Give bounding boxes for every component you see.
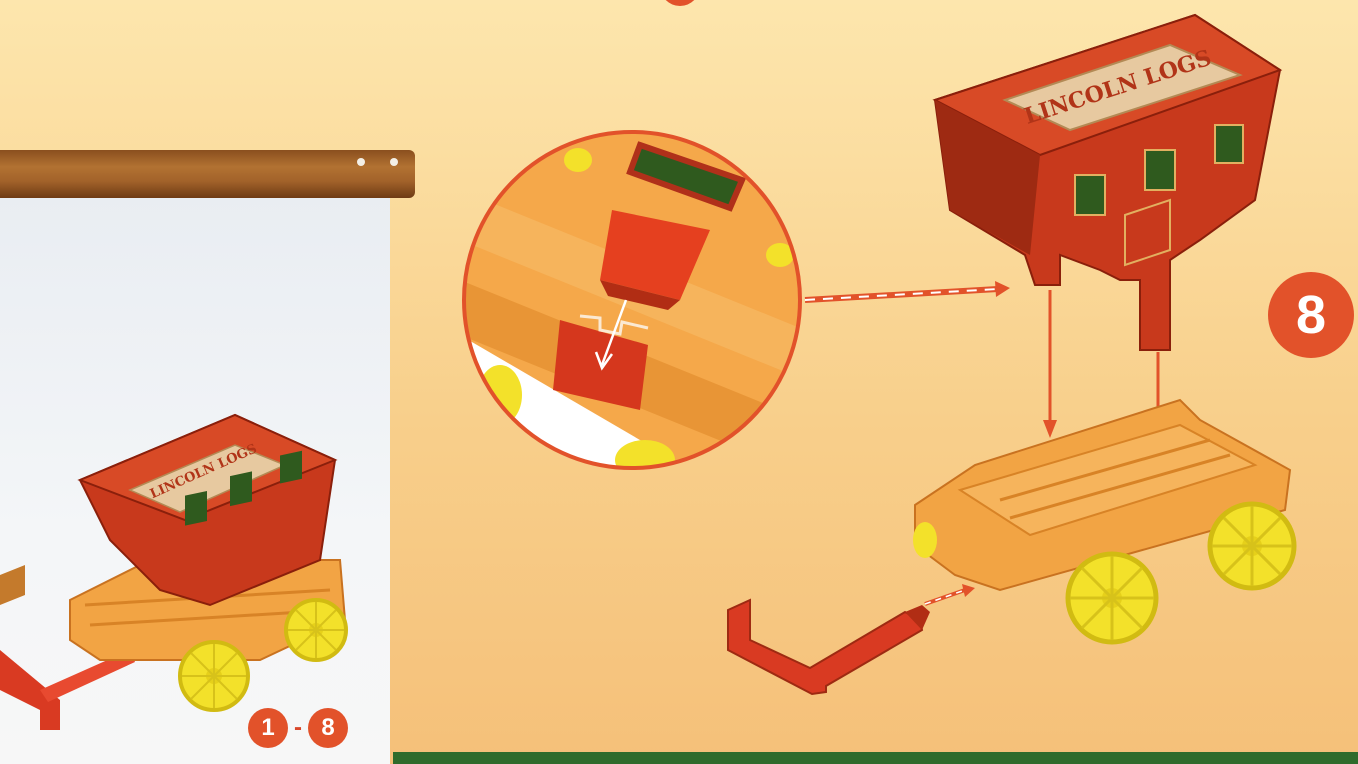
wheel-icon: [1210, 504, 1294, 588]
hitch-piece-illustration: [728, 600, 930, 694]
dashed-guide-arrow: [925, 584, 975, 604]
wheel-icon: [286, 600, 346, 660]
step-range-indicator: 1 - 8: [248, 706, 348, 750]
coach-body-illustration: LINCOLN LOGS: [935, 15, 1280, 350]
wheel-icon: [1068, 554, 1156, 642]
wheel-icon: [180, 642, 248, 710]
step-number-badge: 8: [1268, 272, 1354, 358]
completed-coach-illustration: LINCOLN LOGS: [0, 415, 346, 730]
detail-magnifier: [460, 130, 805, 480]
dashed-guide-arrow: [805, 281, 1010, 300]
down-arrow-icon: [1043, 290, 1057, 438]
range-start-badge: 1: [248, 708, 288, 748]
range-end-badge: 8: [308, 708, 348, 748]
range-separator: -: [294, 714, 302, 742]
